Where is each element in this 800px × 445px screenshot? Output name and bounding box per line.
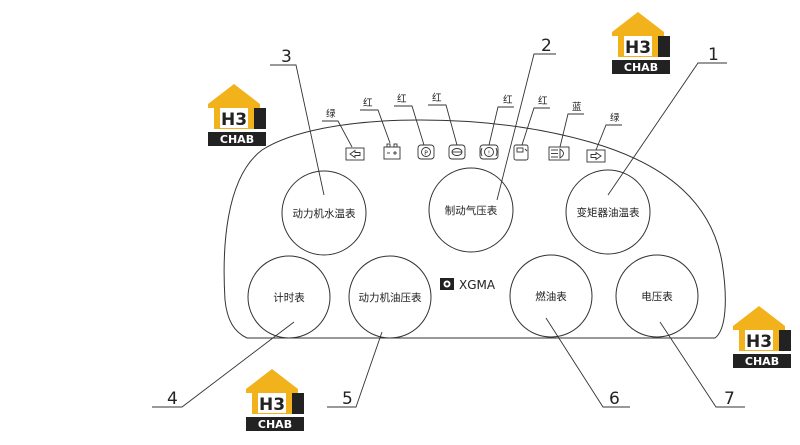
svg-text:CHAB: CHAB <box>258 418 292 431</box>
svg-text:!: ! <box>488 151 490 157</box>
indicator-color-labels: 绿 红 红 红 红 红 蓝 绿 <box>322 92 622 151</box>
xgma-logo: XGMA <box>440 278 496 292</box>
svg-text:CHAB: CHAB <box>624 61 658 74</box>
fuel-pump-icon <box>513 144 529 161</box>
indicator-row: P ! <box>345 143 606 163</box>
indicator-color-label: 绿 <box>610 112 620 124</box>
indicator-color-label: 红 <box>432 92 442 104</box>
watermark-logo: H3 CHAB <box>208 84 266 146</box>
high-beam-icon <box>548 146 570 161</box>
svg-text:H3: H3 <box>259 395 285 415</box>
right-arrow-icon <box>586 149 606 163</box>
gauge-engine-oil-pressure: 动力机油压表 <box>348 255 432 339</box>
indicator-color-label: 红 <box>363 97 373 109</box>
svg-text:H3: H3 <box>746 332 772 352</box>
gauge-fuel: 燃油表 <box>509 254 593 338</box>
gauge-converter-oil-temp: 变矩器油温表 <box>565 169 651 255</box>
indicator-color-label: 红 <box>538 95 548 107</box>
callout-number: 3 <box>281 47 292 67</box>
battery-icon <box>383 143 401 160</box>
watermark-logos: H3 CHAB H3 CHAB H3 CHAB H3 CHAB <box>208 12 791 431</box>
gauge-engine-water-temp: 动力机水温表 <box>281 170 367 256</box>
oil-can-icon <box>448 144 466 160</box>
gauge-voltmeter: 电压表 <box>615 254 699 338</box>
gauge-label: 制动气压表 <box>445 204 498 217</box>
brake-warning-icon: ! <box>479 144 499 160</box>
callout-number: 7 <box>724 389 735 409</box>
svg-text:P: P <box>424 150 428 157</box>
svg-text:CHAB: CHAB <box>220 133 254 146</box>
svg-text:H3: H3 <box>221 110 247 130</box>
indicator-color-label: 红 <box>397 93 407 105</box>
parking-brake-icon: P <box>417 144 435 160</box>
gauge-label: 计时表 <box>273 291 305 304</box>
gauge-label: 变矩器油温表 <box>577 206 640 219</box>
indicator-color-label: 蓝 <box>572 101 582 113</box>
callouts: 1 2 3 4 5 6 7 <box>152 36 745 409</box>
brand-name: XGMA <box>459 278 496 292</box>
callout-number: 2 <box>541 36 552 56</box>
callout-number: 5 <box>342 389 353 409</box>
svg-text:CHAB: CHAB <box>745 355 779 368</box>
gauge-label: 燃油表 <box>535 290 567 303</box>
gauge-label: 动力机油压表 <box>359 291 422 304</box>
watermark-logo: H3 CHAB <box>246 369 304 431</box>
panel-outline <box>223 119 726 339</box>
gauge-label: 电压表 <box>641 290 673 303</box>
callout-number: 4 <box>167 389 178 409</box>
callout-number: 1 <box>708 45 719 65</box>
indicator-color-label: 绿 <box>326 108 336 120</box>
watermark-logo: H3 CHAB <box>612 12 670 74</box>
gauge-hour-meter: 计时表 <box>247 255 331 339</box>
gauge-label: 动力机水温表 <box>293 207 356 220</box>
watermark-logo: H3 CHAB <box>733 306 791 368</box>
callout-number: 6 <box>609 389 620 409</box>
indicator-color-label: 红 <box>503 94 513 106</box>
svg-text:H3: H3 <box>625 38 651 58</box>
gauge-brake-air-pressure: 制动气压表 <box>428 167 514 253</box>
left-arrow-icon <box>345 147 365 161</box>
